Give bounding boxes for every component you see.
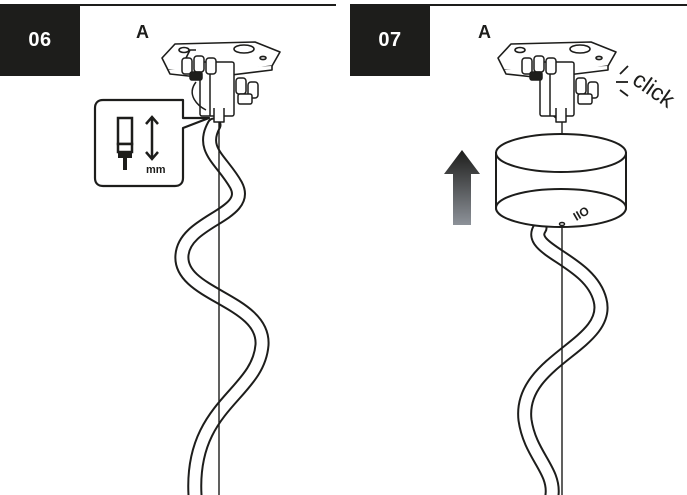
- canopy-marking: OII: [571, 203, 592, 223]
- terminal-block-icon: [521, 55, 599, 123]
- step-07-panel: 07 A: [350, 0, 687, 495]
- part-label: A: [478, 22, 491, 42]
- step-06-illustration: mm: [93, 41, 281, 495]
- cable-icon: [517, 220, 609, 495]
- up-arrow-icon: [444, 150, 480, 225]
- part-label: A: [136, 22, 149, 42]
- callout-unit-label: mm: [146, 164, 166, 176]
- click-label: click: [628, 66, 680, 113]
- terminal-block-icon: [181, 55, 259, 123]
- click-indicator: click: [616, 65, 680, 113]
- step-number-badge: 07: [350, 5, 430, 76]
- top-rule: [350, 4, 687, 6]
- step-06-panel: 06 A: [0, 0, 336, 495]
- strip-length-icon: mm: [93, 98, 211, 188]
- cable-icon: [174, 117, 270, 495]
- top-rule: [0, 4, 336, 6]
- step-07-illustration: click OII: [444, 41, 680, 495]
- step-number-badge: 06: [0, 5, 80, 76]
- canopy-icon: OII: [495, 133, 627, 228]
